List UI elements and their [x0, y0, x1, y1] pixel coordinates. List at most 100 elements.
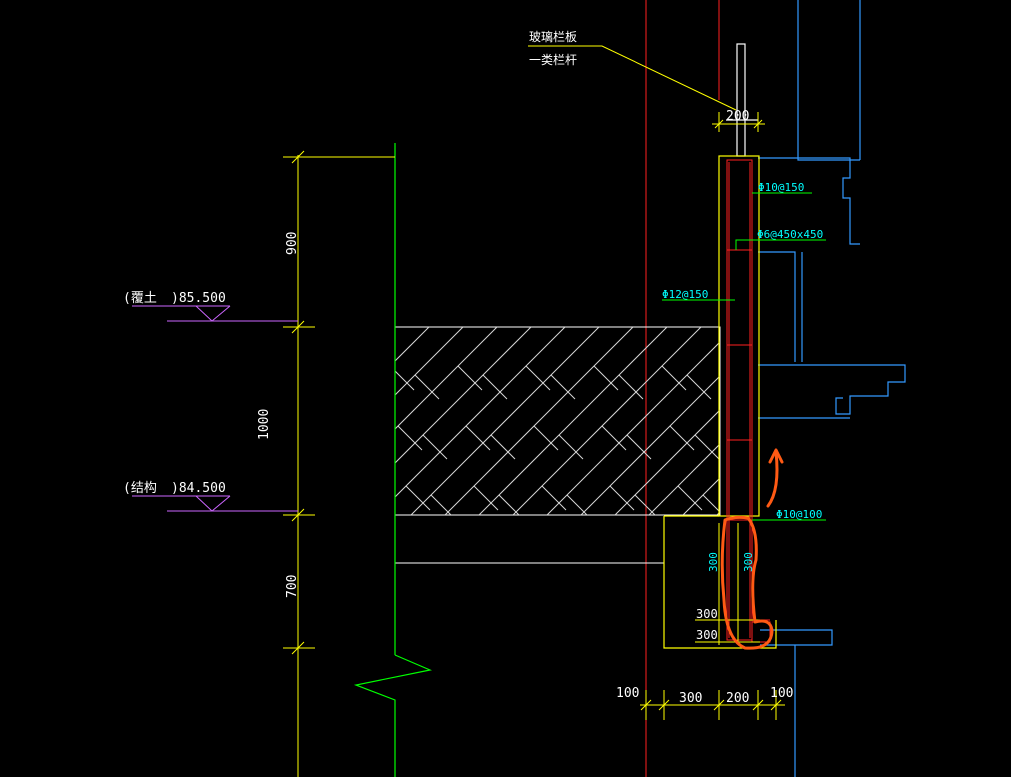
- hatch-cross: [882, 486, 906, 510]
- railing-annotation-line2: 一类栏杆: [529, 52, 577, 67]
- green-wall-break-line: [353, 143, 433, 777]
- top-dimension-200: [712, 112, 765, 132]
- hatch-line: [682, 477, 720, 515]
- railing-annotation-line1: 玻璃栏板: [529, 29, 577, 44]
- hatch-cross: [405, 485, 431, 511]
- vertical-dimension-chain: [283, 150, 395, 777]
- hatch-cross: [899, 435, 923, 459]
- hatch-line: [395, 327, 464, 396]
- hatch-line: [887, 327, 1011, 515]
- hatch-cross: [626, 434, 652, 460]
- foot-dimension-300-a: 300: [696, 607, 718, 621]
- hatch-cross: [397, 425, 423, 451]
- hatch-cross: [338, 486, 362, 510]
- level-marks: [132, 305, 298, 512]
- hatch-line: [395, 327, 498, 430]
- rebar-label-r1: Φ10@150: [758, 181, 804, 194]
- inner-dimension-300-b: 300: [742, 552, 755, 572]
- hatch-line: [648, 443, 720, 515]
- hatch-cross: [363, 495, 387, 519]
- hatch-cross: [601, 425, 627, 451]
- hatch-cross: [634, 494, 656, 515]
- level-lower-value: )84.500: [171, 481, 226, 496]
- hatch-cross: [839, 495, 863, 519]
- hatch-cross: [525, 365, 551, 391]
- hatch-line: [395, 327, 396, 328]
- hatch-cross: [330, 426, 354, 450]
- hatch-cross: [1002, 366, 1011, 390]
- hatch-cross: [823, 375, 847, 399]
- hatch-cross: [891, 375, 915, 399]
- orange-markup: [720, 448, 784, 650]
- hatch-cross: [618, 374, 644, 400]
- hatch-cross: [430, 494, 452, 515]
- level-upper-prefix: (覆土: [123, 291, 157, 306]
- dimension-1000-text: 1000: [257, 409, 272, 440]
- hatch-cross: [347, 375, 371, 399]
- hatch-line: [478, 327, 668, 515]
- hatch-cross: [558, 434, 584, 460]
- hatch-line: [546, 341, 720, 515]
- hatch-cross: [287, 435, 311, 459]
- hatch-line: [716, 511, 720, 515]
- rebar-label-r3: Φ12@150: [662, 288, 708, 301]
- hatch-cross: [482, 374, 508, 400]
- hatch-cross: [934, 366, 958, 390]
- hatch-cross: [907, 495, 931, 519]
- rebar-cage: [726, 159, 771, 643]
- hatch-cross: [609, 485, 635, 511]
- hatch-cross: [550, 374, 576, 400]
- blue-building-outline: [758, 0, 906, 777]
- hatch-cross: [831, 435, 855, 459]
- hatch-cross: [457, 365, 483, 391]
- bottom-dimension-200: 200: [726, 691, 749, 706]
- hatch-cross: [566, 494, 588, 515]
- hatch-cross: [694, 434, 720, 460]
- hatch-cross: [490, 434, 516, 460]
- hatch-cross: [686, 374, 712, 400]
- hatch-line: [395, 327, 532, 464]
- railing-leader-line: [528, 45, 737, 111]
- hatch-cross: [702, 494, 720, 513]
- hatch-line: [785, 327, 973, 515]
- hatch-cross: [227, 495, 251, 519]
- hatch-cross: [465, 425, 491, 451]
- hatch-cross: [498, 494, 520, 515]
- hatch-line: [853, 327, 1011, 515]
- level-upper-value: )85.500: [171, 291, 226, 306]
- hatch-line: [444, 327, 634, 515]
- top-dimension-text: 200: [726, 109, 749, 124]
- rebar-leaders: [662, 192, 826, 521]
- railing-post: [726, 43, 758, 157]
- rebar-label-r4: Φ10@100: [776, 508, 822, 521]
- dimension-900-text: 900: [285, 232, 300, 255]
- hatch-cross: [874, 426, 898, 450]
- hatch-line: [819, 327, 1007, 515]
- hatch-line: [512, 327, 702, 515]
- hatch-line: [410, 327, 600, 515]
- hatch-cross: [414, 374, 440, 400]
- hatch-cross: [677, 485, 703, 511]
- hatch-cross: [473, 485, 499, 511]
- hatch-cross: [395, 370, 415, 391]
- hatch-cross: [814, 486, 838, 510]
- foot-dimension-300-b: 300: [696, 628, 718, 642]
- hatch-cross: [541, 485, 567, 511]
- hatch-cross: [422, 434, 448, 460]
- bottom-dimension-100-left: 100: [616, 686, 639, 701]
- hatch-cross: [533, 425, 559, 451]
- hatch-line: [395, 327, 566, 498]
- rebar-label-r2: Φ6@450x450: [757, 228, 823, 241]
- hatch-cross: [661, 365, 687, 391]
- hatch-cross: [942, 426, 966, 450]
- hatch-cross: [866, 366, 890, 390]
- hatch-cross: [967, 435, 991, 459]
- hatch-cross: [806, 426, 830, 450]
- hatch-cross: [593, 365, 619, 391]
- bottom-dimension-chain: [640, 690, 785, 720]
- hatch-cross: [798, 366, 822, 390]
- hatch-line: [580, 375, 720, 515]
- hatch-line: [614, 409, 720, 515]
- hatch-cross: [355, 435, 379, 459]
